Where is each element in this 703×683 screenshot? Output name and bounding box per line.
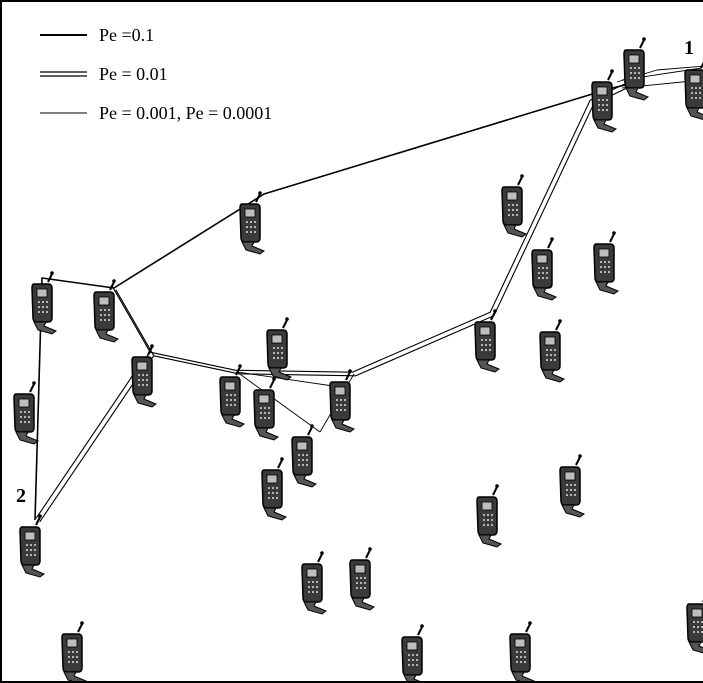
route-thin-3 (237, 372, 320, 432)
route-lines (35, 66, 703, 522)
mobile-phone-icon (510, 621, 534, 683)
mobile-phone-icon (262, 457, 286, 520)
mobile-phone-icon (502, 174, 526, 237)
mobile-phone-icon (350, 547, 374, 610)
mobile-phone-icon (687, 591, 703, 654)
legend-label: Pe =0.1 (99, 25, 154, 45)
mobile-phone-icon (540, 319, 564, 382)
mobile-phone-icon (330, 369, 354, 432)
route-single-0 (35, 84, 630, 520)
mobile-phone-icon (624, 37, 648, 100)
mobile-phone-icon (32, 271, 56, 334)
destination-node-label: 2 (16, 485, 26, 507)
mobile-phone-icon (592, 69, 616, 132)
legend: Pe =0.1 Pe = 0.01 Pe = 0.001, Pe = 0.000… (40, 25, 272, 123)
legend-label: Pe = 0.01 (99, 64, 168, 84)
mobile-phone-icon (20, 514, 44, 577)
mobile-phone-icon (402, 624, 426, 683)
mobile-phone-icon (14, 381, 38, 444)
mobile-phone-icon (594, 231, 618, 294)
mobile-phone-icon (560, 454, 584, 517)
legend-label: Pe = 0.001, Pe = 0.0001 (99, 103, 272, 123)
legend-item-pe-0-1: Pe =0.1 (40, 25, 154, 45)
mobile-phone-icon (477, 484, 501, 547)
mobile-phone-icon (292, 424, 316, 487)
source-node-label: 1 (684, 37, 694, 59)
mobile-phone-icon (302, 551, 326, 614)
legend-item-pe-0-01: Pe = 0.01 (40, 64, 168, 84)
mobile-phone-icon (62, 621, 86, 683)
network-nodes (14, 37, 703, 683)
mobile-phone-icon (532, 237, 556, 300)
legend-item-pe-0-001: Pe = 0.001, Pe = 0.0001 (40, 103, 272, 123)
